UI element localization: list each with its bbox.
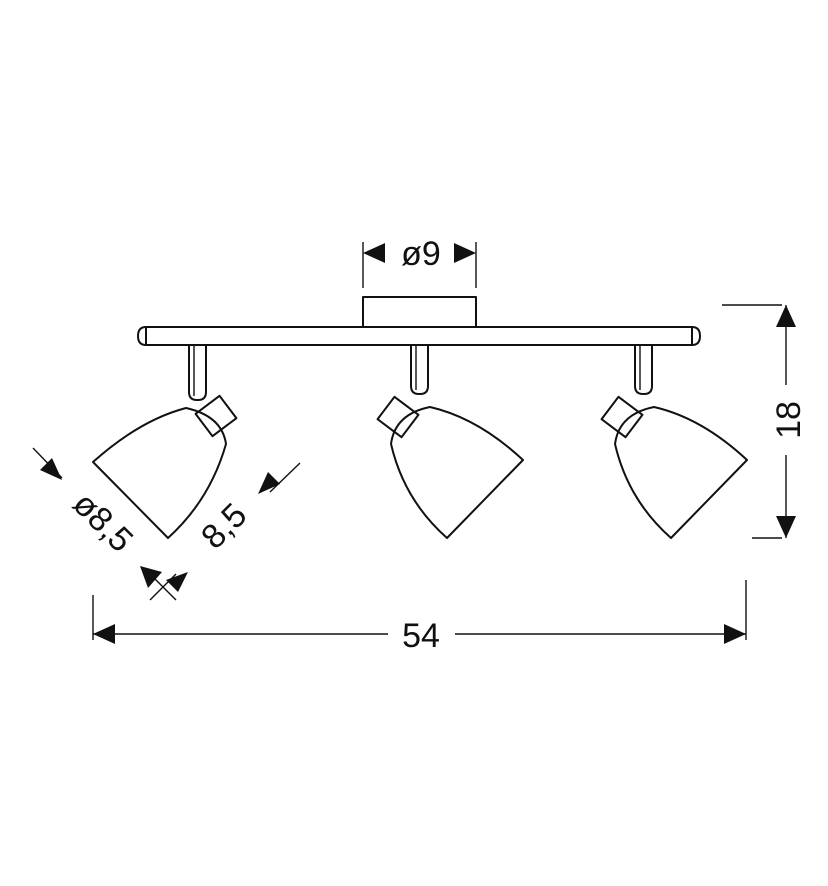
shade-diameter-label: ø8,5 — [65, 485, 140, 560]
spotlight-left — [92, 344, 238, 539]
height-label: 18 — [770, 401, 808, 439]
ceiling-canopy — [362, 296, 477, 328]
dimension-shade-diameter: ø8,5 — [32, 447, 301, 560]
mounting-bar — [137, 326, 701, 346]
base-diameter-label: ø9 — [401, 235, 441, 273]
shade-depth-label: 8,5 — [194, 496, 254, 556]
dimension-total-width: 54 — [92, 580, 747, 655]
spotlight-middle — [376, 344, 524, 539]
dimension-shade-depth: 8,5 — [140, 496, 254, 601]
total-width-label: 54 — [402, 617, 440, 655]
dimension-height: 18 — [722, 304, 808, 539]
spotlight-right — [600, 344, 748, 539]
dimension-base-diameter: ø9 — [362, 235, 477, 288]
